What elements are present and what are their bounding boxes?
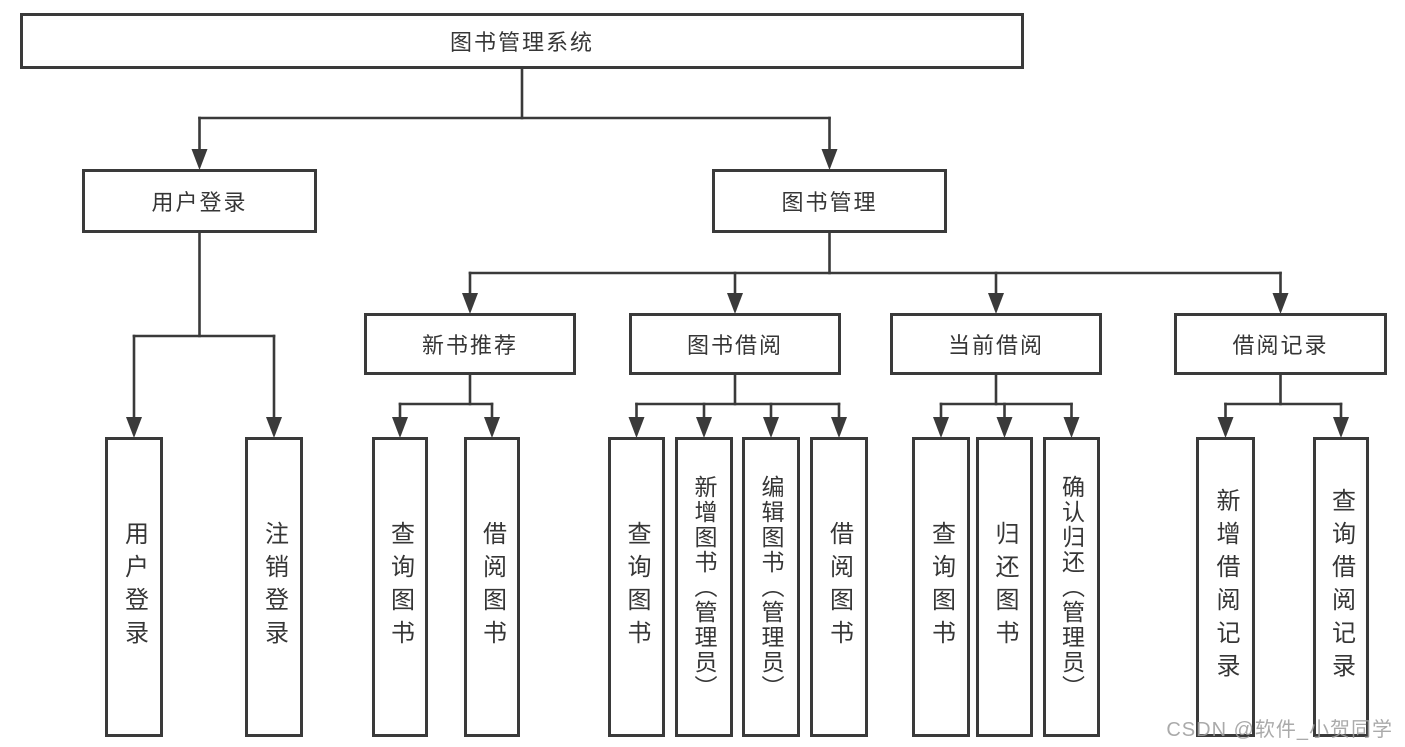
arrowhead-icon bbox=[392, 417, 408, 438]
diagram-node-book-borrow: 图书借阅 bbox=[629, 313, 841, 375]
diagram-node-user-login: 用户登录 bbox=[82, 169, 317, 233]
arrowhead-icon bbox=[933, 417, 949, 438]
watermark: CSDN @软件_小贺同学 bbox=[1166, 719, 1393, 741]
diagram-node-cb-confirm: 确认归还（管理员） bbox=[1043, 437, 1100, 737]
arrowhead-icon bbox=[696, 417, 712, 438]
diagram-node-bb-edit: 编辑图书（管理员） bbox=[742, 437, 800, 737]
diagram-node-login: 用户登录 bbox=[105, 437, 163, 737]
diagram-node-bb-add: 新增图书（管理员） bbox=[675, 437, 733, 737]
diagram-node-bb-query: 查询图书 bbox=[608, 437, 665, 737]
diagram-node-cb-query: 查询图书 bbox=[912, 437, 970, 737]
diagram-node-logout: 注销登录 bbox=[245, 437, 303, 737]
arrowhead-icon bbox=[484, 417, 500, 438]
diagram-node-nbr-borrow: 借阅图书 bbox=[464, 437, 520, 737]
arrowhead-icon bbox=[1333, 417, 1349, 438]
diagram-node-new-book-rec: 新书推荐 bbox=[364, 313, 576, 375]
diagram-node-current-borrow: 当前借阅 bbox=[890, 313, 1102, 375]
diagram-node-borrow-records: 借阅记录 bbox=[1174, 313, 1387, 375]
arrowhead-icon bbox=[763, 417, 779, 438]
arrowhead-icon bbox=[821, 149, 838, 170]
diagram-node-root: 图书管理系统 bbox=[20, 13, 1024, 69]
arrowhead-icon bbox=[1272, 293, 1289, 314]
arrowhead-icon bbox=[996, 417, 1013, 438]
diagram-node-br-add: 新增借阅记录 bbox=[1196, 437, 1255, 737]
arrowhead-icon bbox=[831, 417, 847, 438]
arrowhead-icon bbox=[266, 417, 282, 438]
arrowhead-icon bbox=[988, 293, 1004, 314]
diagram-node-nbr-query: 查询图书 bbox=[372, 437, 428, 737]
diagram-node-bb-borrow: 借阅图书 bbox=[810, 437, 868, 737]
arrowhead-icon bbox=[1217, 417, 1234, 438]
arrowhead-icon bbox=[1063, 417, 1080, 438]
arrowhead-icon bbox=[462, 293, 478, 314]
diagram-node-br-query: 查询借阅记录 bbox=[1313, 437, 1369, 737]
arrowhead-icon bbox=[628, 417, 645, 438]
arrowhead-icon bbox=[126, 417, 142, 438]
diagram-node-book-mgmt: 图书管理 bbox=[712, 169, 947, 233]
arrowhead-icon bbox=[727, 293, 743, 314]
arrowhead-icon bbox=[191, 149, 208, 170]
diagram-node-cb-return: 归还图书 bbox=[976, 437, 1033, 737]
